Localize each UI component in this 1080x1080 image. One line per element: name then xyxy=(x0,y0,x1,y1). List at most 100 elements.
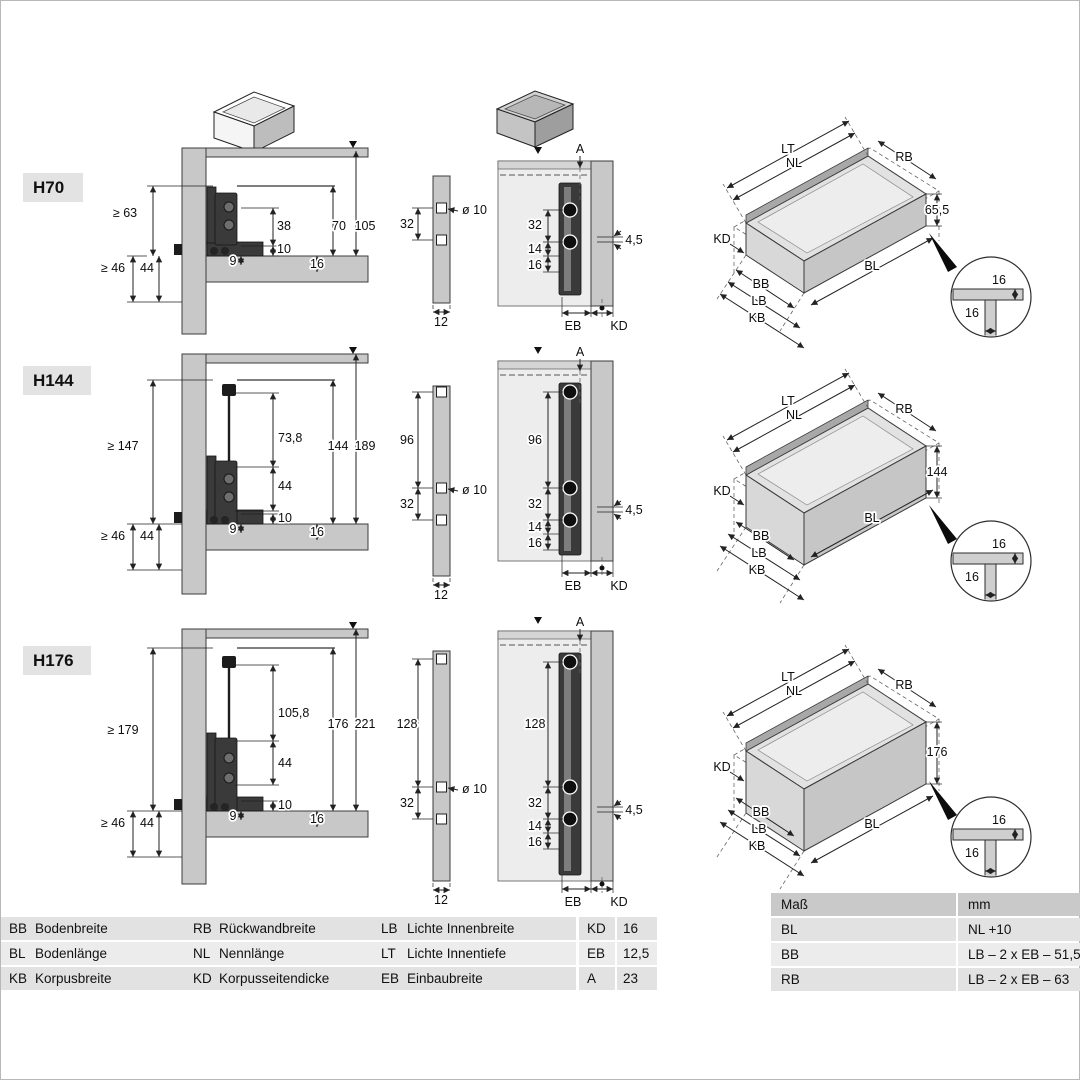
datum-triangle xyxy=(534,147,542,154)
term: Lichte Innentiefe xyxy=(407,946,507,961)
formula-header-row: Maß mm xyxy=(771,893,1080,916)
dim-label: KD xyxy=(713,484,730,498)
dim-label: BB xyxy=(753,805,770,819)
abbr: KB xyxy=(9,971,28,986)
h144-front-view: A 96 32 14 16 4,5 EB KD xyxy=(497,343,644,595)
dim-label: BB xyxy=(753,529,770,543)
dim-label: 4,5 xyxy=(625,503,642,517)
abbr: RB xyxy=(193,921,212,936)
dim-label: 9 xyxy=(230,522,237,536)
drawer-open-icon xyxy=(212,91,296,153)
dim-label: BL xyxy=(864,259,879,273)
h70-side-view: ≥ 63 ≥ 46 44 38 10 9 16 70 105 xyxy=(99,141,377,335)
h176-drill-strip: 128 32 ø 10 12 xyxy=(395,650,489,909)
dim-label: ≥ 147 xyxy=(107,439,138,453)
dim-label: RB xyxy=(895,402,912,416)
mounting-cam xyxy=(174,512,182,523)
row-h144: ≥ 147 ≥ 46 44 73,8 44 10 9 16 144 189 xyxy=(99,343,1032,604)
dim-label: LT xyxy=(781,142,795,156)
row-h70: ≥ 63 ≥ 46 44 38 10 9 16 70 105 3 xyxy=(99,116,1032,349)
values-row: A 23 xyxy=(579,967,657,990)
detail-pointer-arrow xyxy=(929,781,957,820)
dim-label: 44 xyxy=(140,816,154,830)
h176-side-dimensions xyxy=(127,629,360,858)
values-row: EB 12,5 xyxy=(579,942,657,965)
dim-label: 96 xyxy=(528,433,542,447)
rod-holder xyxy=(222,656,236,668)
dim-label: 16 xyxy=(310,525,324,539)
dim-label: 16 xyxy=(992,537,1006,551)
legend-cell: KB Korpusbreite xyxy=(1,971,185,986)
dim-label: A xyxy=(576,615,585,629)
formula-header-val: mm xyxy=(958,893,1080,916)
dim-label: 176 xyxy=(328,717,349,731)
dim-label: 70 xyxy=(332,219,346,233)
formula-val: LB – 2 x EB – 51,5 xyxy=(958,943,1080,966)
h144-side-dimensions xyxy=(127,354,360,571)
dim-label: 144 xyxy=(328,439,349,453)
h144-iso-dimensions xyxy=(716,368,942,604)
dim-label: 16 xyxy=(528,536,542,550)
value-val: 12,5 xyxy=(617,942,657,965)
formula-row: BB LB – 2 x EB – 51,5 xyxy=(771,943,1080,966)
dim-label: KB xyxy=(749,839,766,853)
dim-label: 189 xyxy=(355,439,376,453)
formula-val: NL +10 xyxy=(958,918,1080,941)
h144-drill-strip: 96 32 ø 10 12 xyxy=(398,385,489,604)
dim-label: KD xyxy=(610,895,627,909)
detail-pointer-arrow xyxy=(929,505,957,544)
h144-side-view: ≥ 147 ≥ 46 44 73,8 44 10 9 16 144 189 xyxy=(99,347,377,595)
dim-label: LB xyxy=(751,546,766,560)
dim-label: A xyxy=(576,345,585,359)
dim-label: NL xyxy=(786,156,802,170)
dim-label: KB xyxy=(749,311,766,325)
dim-label: 16 xyxy=(528,835,542,849)
dim-label: LB xyxy=(751,294,766,308)
dim-label: 221 xyxy=(355,717,376,731)
term: Korpusbreite xyxy=(35,971,112,986)
dim-label: 12 xyxy=(434,588,448,602)
dim-label: EB xyxy=(565,579,582,593)
dim-label: BL xyxy=(864,817,879,831)
dim-label: ≥ 46 xyxy=(101,816,125,830)
abbr: KD xyxy=(193,971,212,986)
dim-label: 144 xyxy=(927,465,948,479)
datum-triangle xyxy=(349,347,357,354)
formula-val: LB – 2 x EB – 63 xyxy=(958,968,1080,991)
dim-label: RB xyxy=(895,150,912,164)
dim-label: ø 10 xyxy=(462,203,487,217)
datum-triangle xyxy=(534,617,542,624)
dim-label: 73,8 xyxy=(278,431,302,445)
h176-isometric-view: LT NL RB 176 KD BB LB KB BL 16 16 xyxy=(712,644,1032,890)
mounting-cam xyxy=(174,799,182,810)
dim-label: ≥ 63 xyxy=(113,206,137,220)
drawer-closed-icon xyxy=(495,90,575,148)
dim-label: 44 xyxy=(140,261,154,275)
term: Bodenbreite xyxy=(35,921,108,936)
dim-label: KB xyxy=(749,563,766,577)
h144-front-dimensions xyxy=(543,359,623,577)
mounting-hole xyxy=(436,813,447,825)
mounting-hole xyxy=(436,514,447,526)
dim-label: 105 xyxy=(355,219,376,233)
dim-label: 10 xyxy=(278,798,292,812)
dim-label: A xyxy=(576,142,585,156)
mounting-cam xyxy=(174,244,182,255)
dim-label: 12 xyxy=(434,893,448,907)
mounting-hole xyxy=(436,202,447,214)
dim-label: 32 xyxy=(400,796,414,810)
term: Lichte Innenbreite xyxy=(407,921,515,936)
abbr: LT xyxy=(381,946,396,961)
dim-label: 4,5 xyxy=(625,233,642,247)
dim-label: 44 xyxy=(278,479,292,493)
fixing-dot xyxy=(562,779,578,795)
h176-side-view: ≥ 179 ≥ 46 44 105,8 44 10 9 16 176 221 xyxy=(99,622,377,885)
formula-key: BL xyxy=(771,918,956,941)
